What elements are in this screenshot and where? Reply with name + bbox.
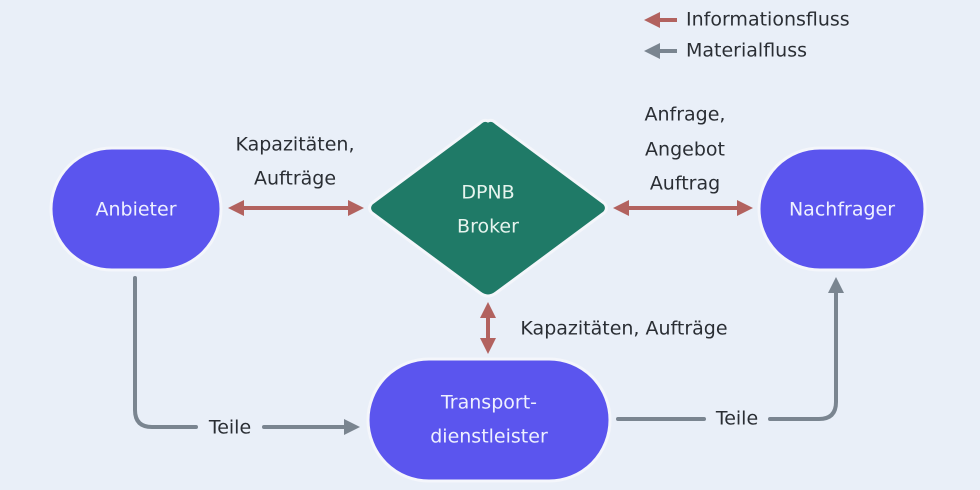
edge-anbieter-broker: Kapazitäten, Aufträge — [228, 134, 364, 216]
material-flow-line — [133, 276, 198, 429]
node-anbieter[interactable]: Anbieter — [49, 146, 223, 272]
node-label: dienstleister — [430, 426, 548, 448]
edge-label-line: Aufträge — [254, 168, 336, 190]
legend: Informationsfluss Materialfluss — [644, 9, 850, 62]
edge-label-teile-left: Teile — [208, 417, 251, 439]
edge-label-line: Angebot — [645, 139, 725, 161]
node-label: Nachfrager — [789, 199, 895, 221]
legend-item-information-flow: Informationsfluss — [644, 9, 850, 31]
edge-broker-nachfrager: Anfrage, Angebot Auftrag — [613, 104, 753, 216]
edge-anbieter-transport: Teile — [133, 276, 360, 439]
node-label: Anbieter — [95, 199, 176, 221]
edge-label-line: Kapazitäten, — [235, 134, 354, 156]
edge-transport-nachfrager: Teile — [616, 277, 844, 430]
node-nachfrager[interactable]: Nachfrager — [757, 146, 927, 272]
edge-label: Kapazitäten, Aufträge — [520, 318, 727, 340]
legend-label-information-flow: Informationsfluss — [686, 9, 850, 31]
node-label: DPNB — [461, 182, 514, 204]
edge-broker-transport: Kapazitäten, Aufträge — [480, 302, 728, 354]
node-label: Broker — [457, 216, 519, 238]
edge-label-line: Anfrage, — [645, 104, 726, 126]
edge-label-teile-right: Teile — [715, 408, 758, 430]
edge-label-line: Auftrag — [650, 173, 720, 195]
legend-item-material-flow: Materialfluss — [644, 40, 807, 62]
node-broker[interactable]: DPNB Broker — [368, 118, 608, 298]
node-label: Transport- — [440, 392, 537, 414]
material-flow-arrow — [768, 277, 844, 421]
legend-label-material-flow: Materialfluss — [686, 40, 807, 62]
node-transport[interactable]: Transport- dienstleister — [366, 357, 612, 483]
